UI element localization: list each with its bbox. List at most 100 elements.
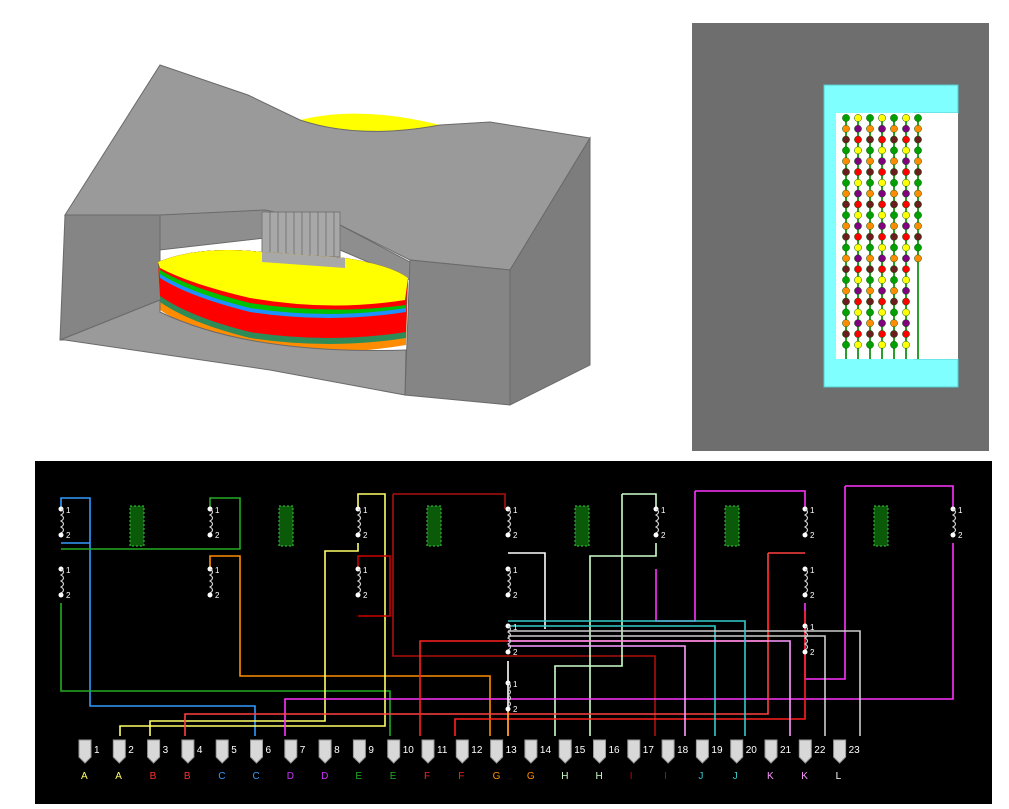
- conductor-dot: [854, 319, 862, 328]
- conductor-dot: [914, 114, 922, 122]
- conductor-dot: [842, 330, 850, 338]
- conductor-dot: [902, 168, 910, 176]
- conductor-dot: [902, 254, 910, 263]
- conductor-dot: [878, 243, 886, 252]
- terminal-number: 9: [368, 745, 374, 756]
- conductor-dot: [854, 243, 862, 252]
- conductor-dot: [914, 146, 922, 155]
- conductor-dot: [914, 189, 922, 198]
- connection-wire: [149, 543, 359, 736]
- conductor-dot: [842, 114, 850, 122]
- terminal-number: 6: [266, 745, 272, 756]
- conductor-dot: [866, 222, 874, 230]
- conductor-dot: [914, 168, 922, 176]
- terminal-pin: 7: [284, 739, 306, 764]
- conductor-dot: [842, 340, 850, 349]
- terminal-number: 4: [197, 745, 203, 756]
- conductor-dot: [866, 168, 874, 176]
- terminal-pin: 18: [661, 739, 689, 764]
- conductor-dot: [878, 135, 886, 144]
- conductor-dot: [914, 232, 922, 241]
- winding-letter: E: [390, 771, 397, 782]
- svg-text:1: 1: [810, 566, 815, 575]
- conductor-dot: [878, 222, 886, 230]
- conductor-dot: [890, 286, 898, 295]
- conductor-dot: [878, 189, 886, 198]
- conductor-dot: [866, 200, 874, 209]
- svg-text:1: 1: [66, 566, 71, 575]
- terminal-pin: 19: [695, 739, 723, 764]
- svg-text:2: 2: [810, 591, 815, 600]
- conductor-dot: [890, 222, 898, 230]
- conductor-dot: [878, 178, 886, 187]
- terminal-pin: 1: [78, 739, 100, 764]
- conductor-dot: [890, 211, 898, 220]
- winding-letter: E: [355, 771, 362, 782]
- conductor-dot: [842, 265, 850, 274]
- conductor-dot: [878, 200, 886, 209]
- conductor-dot: [854, 297, 862, 306]
- winding-letter: A: [81, 771, 88, 782]
- terminal-number: 19: [711, 745, 723, 756]
- winding-letter: C: [253, 771, 260, 782]
- conductor-dot: [854, 232, 862, 241]
- conductor-dot: [890, 114, 898, 122]
- conductor-dot: [842, 286, 850, 295]
- conductor-dot: [914, 243, 922, 252]
- coil-symbol: 12: [505, 566, 518, 600]
- conductor-dot: [878, 232, 886, 241]
- coil-symbol: 12: [207, 506, 220, 540]
- conductor-dot: [902, 114, 910, 122]
- svg-text:2: 2: [661, 531, 666, 540]
- terminal-number: 17: [643, 745, 655, 756]
- terminal-pin: 22: [798, 739, 826, 764]
- svg-text:1: 1: [513, 680, 518, 689]
- conductor-dot: [902, 222, 910, 230]
- terminal-number: 12: [471, 745, 483, 756]
- connection-wire: [284, 543, 954, 736]
- coil-symbol: 12: [207, 566, 220, 600]
- coil-symbol: 12: [505, 680, 518, 714]
- winding-letter: G: [493, 771, 501, 782]
- winding-letter: F: [458, 771, 464, 782]
- conductor-dot: [902, 308, 910, 317]
- conductor-dot: [866, 124, 874, 133]
- conductor-dot: [842, 189, 850, 198]
- coil-symbol: 12: [653, 506, 666, 540]
- winding-conductors: [842, 114, 922, 359]
- connection-wire: [508, 552, 546, 629]
- terminal-pin: 23: [833, 739, 860, 764]
- conductor-dot: [866, 308, 874, 317]
- svg-text:1: 1: [810, 506, 815, 515]
- terminal-pin: 17: [627, 739, 655, 764]
- core-symbol: [426, 505, 442, 547]
- conductor-dot: [902, 340, 910, 349]
- terminal-number: 2: [128, 745, 134, 756]
- conductor-dot: [902, 265, 910, 274]
- coil-symbol: 12: [802, 506, 815, 540]
- conductor-dot: [866, 135, 874, 144]
- terminal-number: 7: [300, 745, 306, 756]
- svg-text:2: 2: [513, 648, 518, 657]
- conductor-dot: [878, 114, 886, 122]
- conductor-dot: [842, 124, 850, 133]
- conductor-dot: [890, 124, 898, 133]
- conductor-dot: [866, 232, 874, 241]
- conductor-dot: [866, 276, 874, 284]
- conductor-dot: [842, 254, 850, 263]
- inductor-3d-view: [59, 64, 591, 406]
- conductor-dot: [866, 146, 874, 155]
- conductor-dot: [890, 265, 898, 274]
- coil-symbol: 12: [355, 566, 368, 600]
- conductor-dot: [890, 243, 898, 252]
- schematic-wires: [60, 485, 954, 736]
- conductor-dot: [890, 178, 898, 187]
- conductor-dot: [890, 254, 898, 263]
- svg-text:2: 2: [215, 591, 220, 600]
- svg-text:2: 2: [363, 591, 368, 600]
- conductor-dot: [842, 276, 850, 284]
- center-post: [261, 211, 341, 258]
- winding-letter: D: [321, 771, 328, 782]
- conductor-dot: [854, 222, 862, 230]
